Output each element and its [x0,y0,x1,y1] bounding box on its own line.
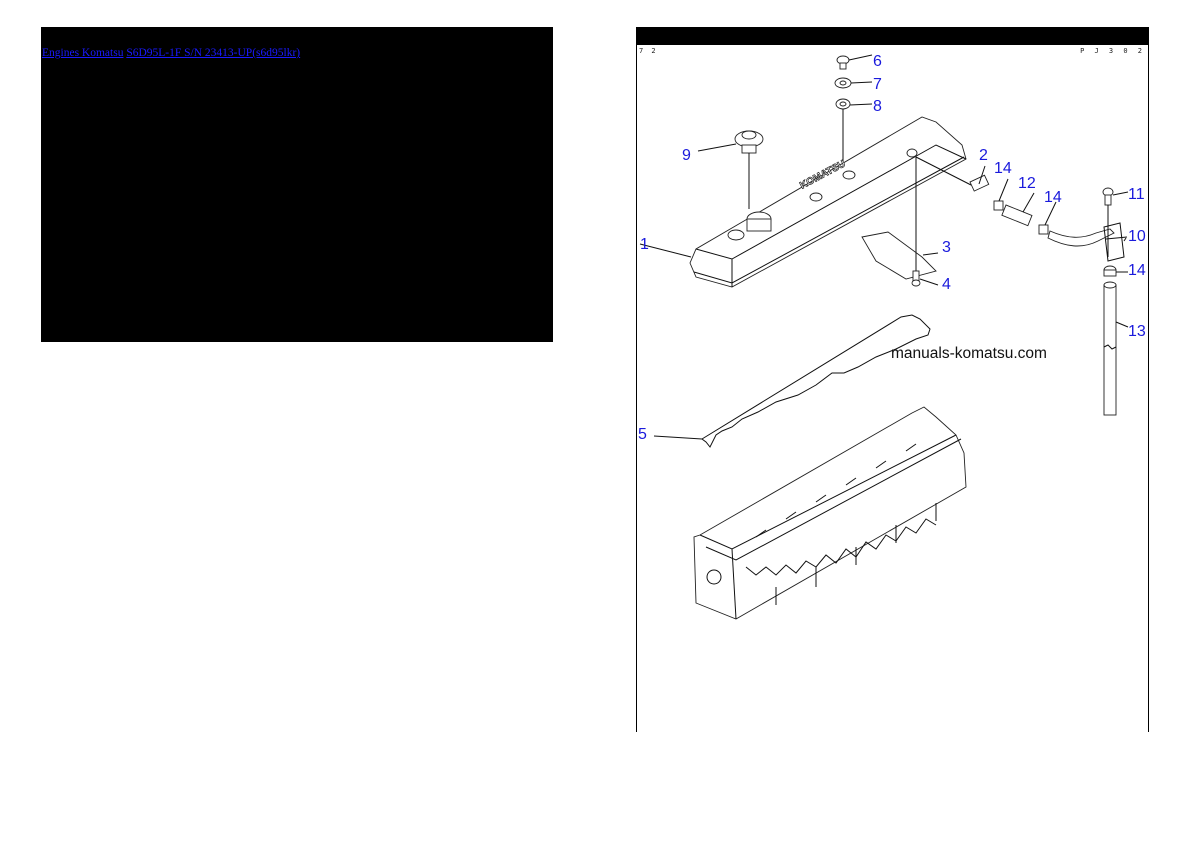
parts-diagram-sheet: 7 2 P J 3 0 2 [636,27,1149,732]
part-13-tube-icon [1103,281,1129,416]
callout-12: 12 [1018,175,1036,192]
callout-13: 13 [1128,323,1146,340]
part-6-bolt-icon [836,54,873,70]
breadcrumb: Engines Komatsu S6D95L-1F S/N 23413-UP(s… [42,46,300,60]
sheet-frame-left [636,45,637,732]
breadcrumb-link-model[interactable]: S6D95L-1F S/N 23413-UP(s6d95lkr) [126,47,301,59]
callout-2: 2 [979,147,988,164]
part-12-hose-icon [1001,192,1035,227]
watermark-text: manuals-komatsu.com [891,345,1047,362]
part-5-gasket-icon [653,314,931,448]
part-2-connector-icon [915,156,990,192]
part-14-clamp-icon [1103,265,1128,277]
part-14-clamp-icon [993,178,1009,211]
sheet-frame-right [1148,45,1149,732]
callout-14b: 14 [1044,189,1062,206]
part-7-washer-icon [834,77,873,89]
part-10-breather-pipe-icon [1047,222,1128,262]
callout-10: 10 [1128,228,1146,245]
sheet-header-bar [636,27,1149,45]
part-11-bolt-icon [1102,187,1129,257]
callout-labels: 1 2 3 4 5 6 7 8 9 10 11 12 13 14 14 14 [638,53,1146,443]
callout-8: 8 [873,98,882,115]
exploded-parts-diagram: KOMATSU [638,53,1146,620]
callout-14a: 14 [994,160,1012,177]
sheet-drawing-code: P J 3 0 2 [1080,47,1145,55]
sheet-page-code: 7 2 [639,47,658,55]
cylinder-head-icon [693,406,967,620]
breadcrumb-link-engines-komatsu[interactable]: Engines Komatsu [42,47,124,59]
part-4-bolt-icon [911,157,939,287]
callout-7: 7 [873,76,882,93]
part-9-filler-cap-icon [697,130,764,209]
callout-14c: 14 [1128,262,1146,279]
callout-9: 9 [682,147,691,164]
part-14-clamp-icon [1038,201,1057,235]
part-3-plate-icon [861,231,939,280]
callout-5: 5 [638,426,647,443]
header-panel: Engines Komatsu S6D95L-1F S/N 23413-UP(s… [41,27,553,342]
callout-3: 3 [942,239,951,256]
callout-1: 1 [640,236,649,253]
part-8-grommet-icon [835,98,873,172]
callout-11: 11 [1128,186,1145,203]
callout-4: 4 [942,276,951,293]
callout-6: 6 [873,53,882,70]
